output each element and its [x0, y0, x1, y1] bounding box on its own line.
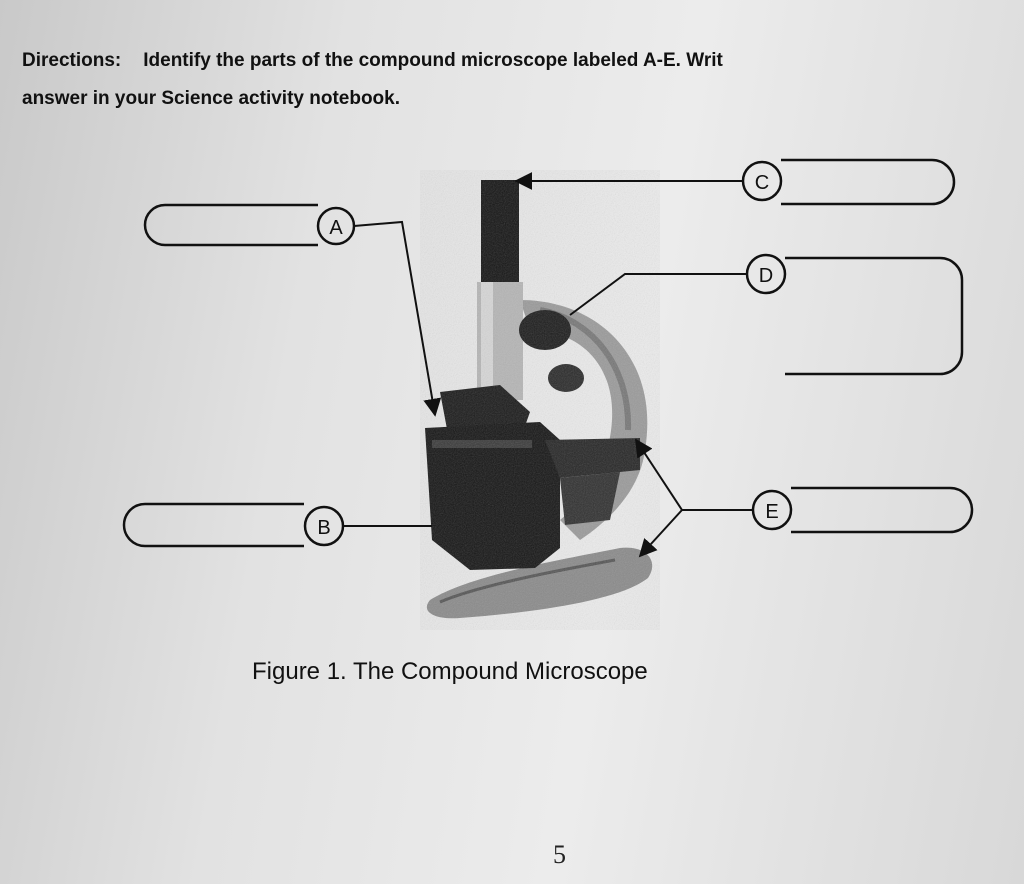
directions-label: Directions:	[22, 50, 122, 71]
directions-block: Directions: Identify the parts of the com…	[22, 42, 1012, 118]
label-c-group: C	[514, 158, 956, 206]
label-e: E	[765, 501, 778, 523]
label-d: D	[759, 265, 773, 287]
page-number: 5	[553, 840, 566, 869]
pointer-line-d	[569, 273, 747, 316]
directions-text-1: Identify the parts of the compound micro…	[143, 50, 723, 71]
figure-caption: Figure 1. The Compound Microscope	[252, 658, 648, 685]
answer-box-b	[122, 502, 304, 548]
label-e-group: E	[635, 438, 974, 558]
label-d-group: D	[569, 253, 964, 376]
label-b: B	[317, 517, 330, 539]
label-a: A	[329, 217, 343, 239]
label-b-group: B	[122, 502, 432, 548]
answer-box-d	[785, 256, 964, 376]
pointer-line-a	[353, 220, 442, 417]
label-c: C	[755, 172, 769, 194]
directions-line-2: answer in your Science activity notebook…	[22, 88, 401, 109]
pointer-arrow-e-lower	[638, 509, 683, 558]
label-a-group: A	[143, 203, 442, 417]
microscope-illustration	[420, 170, 660, 630]
pointer-arrow-e-upper	[635, 438, 683, 511]
answer-box-e	[791, 486, 974, 534]
directions-line-1: Directions: Identify the parts of the com…	[22, 42, 1012, 80]
answer-box-a	[143, 203, 318, 247]
answer-box-c	[781, 158, 956, 206]
